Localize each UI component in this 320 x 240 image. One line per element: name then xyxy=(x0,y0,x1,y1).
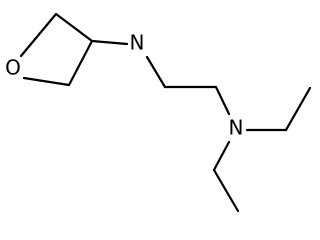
oxygen-atom-label: O xyxy=(5,56,21,80)
bond-n-ethyl-right-2 xyxy=(284,86,312,132)
bond-lines xyxy=(19,12,312,213)
bond-nh-to-ch2 xyxy=(145,55,167,89)
atom-labels: O N N xyxy=(5,31,243,140)
bond-ring-top xyxy=(54,12,94,43)
tertiary-amine-label: N xyxy=(229,116,244,140)
bond-ch2-to-n xyxy=(214,85,231,116)
bond-n-ethyl-down-2 xyxy=(212,168,240,213)
chemical-structure: O N N xyxy=(5,12,312,213)
secondary-amine-label: N xyxy=(130,31,145,55)
bond-ring-c4-o xyxy=(22,76,71,87)
bond-o-c-ring-top xyxy=(19,12,58,58)
bond-ring-to-nh xyxy=(90,39,129,46)
bond-ring-c3-c4 xyxy=(67,39,94,87)
bond-n-ethyl-down-1 xyxy=(212,140,231,172)
